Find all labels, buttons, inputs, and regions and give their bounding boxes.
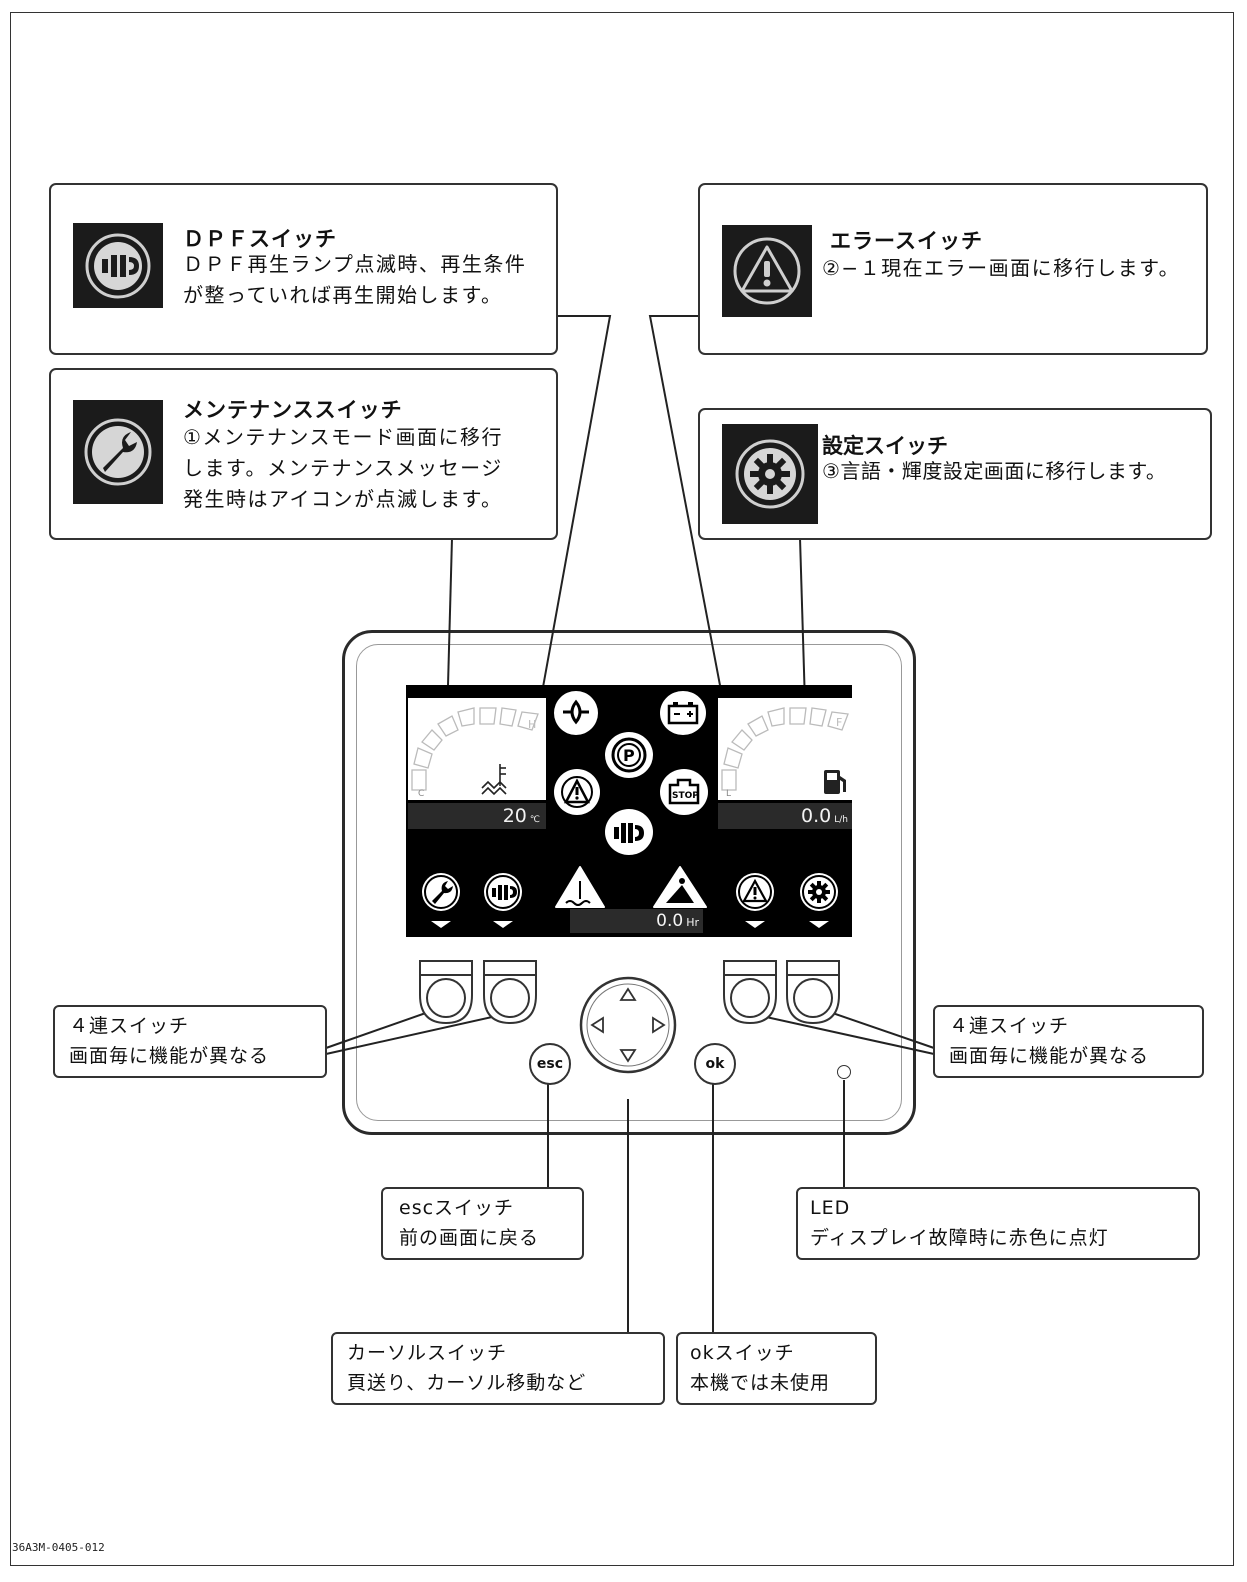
quad-switch-right-label: ４連スイッチ 画面毎に機能が異なる xyxy=(933,1005,1204,1078)
led-label: LED ディスプレイ故障時に赤色に点灯 xyxy=(796,1187,1200,1260)
figure-frame xyxy=(10,12,1234,1566)
ok-button[interactable]: ok xyxy=(694,1043,736,1085)
temp-gauge-high: H xyxy=(528,718,536,731)
oil-pressure-icon xyxy=(554,691,598,735)
display-screen: H C 20℃ F xyxy=(406,685,852,937)
gear-switch-icon xyxy=(800,873,838,911)
maintenance-description: ①メンテナンスモード画面に移行 します。メンテナンスメッセージ 発生時はアイコン… xyxy=(183,425,504,511)
settings-switch-callout: 設定スイッチ ③言語・輝度設定画面に移行します。 xyxy=(698,408,1212,540)
maintenance-switch-callout: メンテナンススイッチ ①メンテナンスモード画面に移行 します。メンテナンスメッセ… xyxy=(49,368,558,540)
coolant-level-icon xyxy=(554,863,606,909)
fuel-value: 0.0 xyxy=(801,805,832,827)
coolant-temp-gauge: H C xyxy=(408,698,546,800)
soft-key-switch-1[interactable] xyxy=(416,955,476,1027)
esc-button[interactable]: esc xyxy=(529,1043,571,1085)
soft-key-switch-3[interactable] xyxy=(720,955,780,1027)
error-switch-callout: エラースイッチ ②−１現在エラー画面に移行します。 xyxy=(698,183,1208,355)
temp-gauge-low: C xyxy=(418,789,424,799)
hours-unit: Hr xyxy=(686,916,699,929)
esc-switch-label: escスイッチ 前の画面に戻る xyxy=(381,1187,584,1260)
wrench-switch-arrow xyxy=(431,921,451,928)
cursor-down-icon xyxy=(619,1049,637,1063)
stop-label: STOP xyxy=(672,791,699,801)
fuel-unit: L/h xyxy=(834,815,848,825)
fuel-gauge: F L xyxy=(718,698,852,800)
led-indicator xyxy=(837,1065,851,1079)
gear-switch-arrow xyxy=(809,921,829,928)
parking-brake-icon: P xyxy=(605,732,653,778)
dpf-switch-callout: ＤＰＦスイッチ ＤＰＦ再生ランプ点滅時、再生条件 が整っていれば再生開始します。 xyxy=(49,183,558,355)
cursor-right-icon xyxy=(652,1016,666,1034)
settings-title: 設定スイッチ xyxy=(822,434,948,458)
warning-switch-icon xyxy=(736,873,774,911)
dpf-lamp-icon xyxy=(605,809,653,855)
dpf-switch-arrow xyxy=(493,921,513,928)
dpf-description: ＤＰＦ再生ランプ点滅時、再生条件 が整っていれば再生開始します。 xyxy=(183,252,527,307)
maintenance-title: メンテナンススイッチ xyxy=(183,398,403,422)
soft-key-switch-4[interactable] xyxy=(783,955,843,1027)
coolant-temp-readout: 20℃ xyxy=(408,803,546,829)
cursor-switch[interactable] xyxy=(578,975,678,1075)
cursor-up-icon xyxy=(619,987,637,1001)
ok-switch-label: okスイッチ 本機では未使用 xyxy=(676,1332,877,1405)
svg-text:P: P xyxy=(623,746,635,765)
figure-code: 36A3M-0405-012 xyxy=(12,1541,105,1554)
fuel-gauge-low: L xyxy=(726,789,731,799)
soft-key-switch-2[interactable] xyxy=(480,955,540,1027)
warning-switch-arrow xyxy=(745,921,765,928)
wrench-switch-icon xyxy=(422,873,460,911)
warning-lamp-icon xyxy=(554,769,600,815)
quad-switch-left-label: ４連スイッチ 画面毎に機能が異なる xyxy=(53,1005,327,1078)
coolant-icon xyxy=(481,764,507,796)
dpf-title: ＤＰＦスイッチ xyxy=(183,227,337,251)
cursor-left-icon xyxy=(590,1016,604,1034)
error-description: ②−１現在エラー画面に移行します。 xyxy=(822,256,1181,280)
road-hazard-icon xyxy=(652,863,708,909)
temp-value: 20 xyxy=(502,805,527,827)
settings-description: ③言語・輝度設定画面に移行します。 xyxy=(822,459,1167,483)
hours-value: 0.0 xyxy=(656,911,684,931)
error-title: エラースイッチ xyxy=(830,229,983,253)
fuel-icon xyxy=(824,770,846,794)
dpf-icon xyxy=(73,223,163,308)
temp-unit: ℃ xyxy=(529,815,540,825)
dpf-switch-icon xyxy=(484,873,522,911)
fuel-gauge-full: F xyxy=(836,716,842,729)
stop-icon: STOP xyxy=(660,769,708,815)
wrench-icon xyxy=(73,400,163,504)
cursor-switch-label: カーソルスイッチ 頁送り、カーソル移動など xyxy=(331,1332,665,1405)
warning-icon xyxy=(722,225,812,317)
battery-icon xyxy=(660,691,706,735)
gear-icon xyxy=(722,424,818,524)
